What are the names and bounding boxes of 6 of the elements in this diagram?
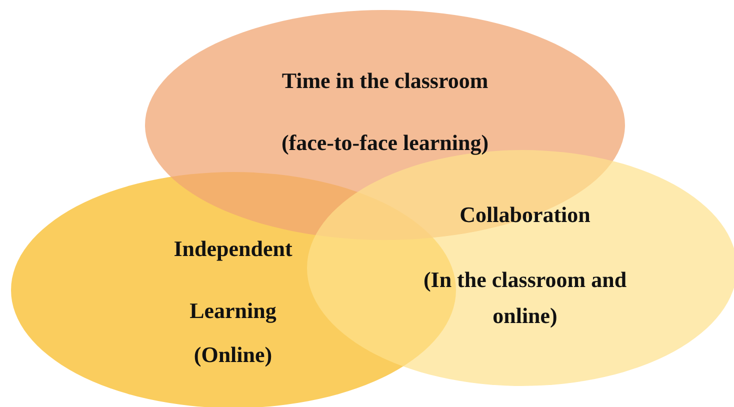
circle-label: (face-to-face learning) xyxy=(280,129,490,157)
circle-label: Collaboration xyxy=(458,201,592,229)
circle-label: Independent Learning xyxy=(172,235,294,325)
circle-label: (In the classroom and online) xyxy=(422,266,628,330)
circle-label: Time in the classroom xyxy=(280,67,490,95)
circle-label: (Online) xyxy=(192,341,274,369)
